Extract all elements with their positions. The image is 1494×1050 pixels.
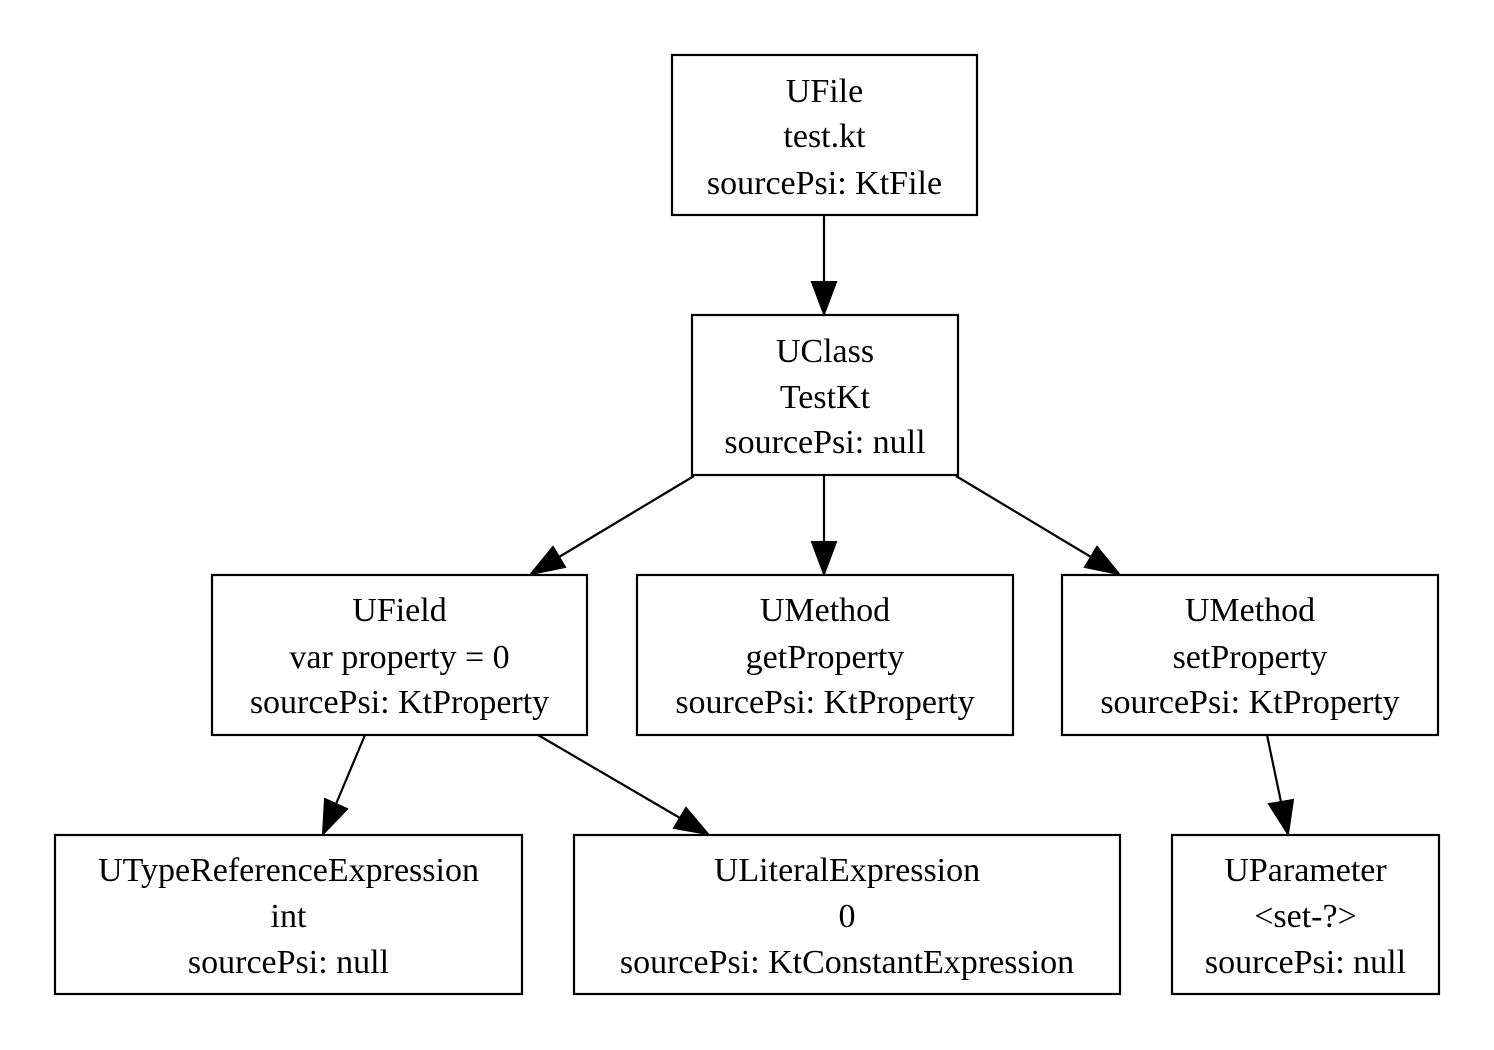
node-umethod-set-kind: UMethod bbox=[1185, 592, 1315, 629]
node-umethod-set-name: setProperty bbox=[1173, 639, 1328, 676]
arrowhead-icon bbox=[672, 806, 711, 836]
arrowhead-icon bbox=[321, 797, 349, 837]
node-utyperef-name: int bbox=[271, 898, 307, 935]
node-ufile-name: test.kt bbox=[783, 118, 866, 155]
node-uparameter-kind: UParameter bbox=[1224, 852, 1387, 889]
arrowhead-icon bbox=[528, 545, 567, 576]
arrowhead-icon bbox=[810, 281, 838, 317]
node-utyperef-source: sourcePsi: null bbox=[188, 944, 389, 981]
edge-uclass-umethod-get bbox=[810, 476, 838, 577]
node-uparameter: UParameter <set-?> sourcePsi: null bbox=[1170, 833, 1441, 996]
node-uliteral: ULiteralExpression 0 sourcePsi: KtConsta… bbox=[572, 833, 1122, 996]
node-umethod-get-kind: UMethod bbox=[760, 592, 890, 629]
arrowhead-icon bbox=[810, 541, 838, 577]
node-uclass-name: TestKt bbox=[780, 379, 871, 416]
node-utyperef: UTypeReferenceExpression int sourcePsi: … bbox=[53, 833, 524, 996]
node-ufield: UField var property = 0 sourcePsi: KtPro… bbox=[210, 573, 589, 737]
node-uclass: UClass TestKt sourcePsi: null bbox=[690, 313, 960, 477]
node-ufile: UFile test.kt sourcePsi: KtFile bbox=[670, 53, 979, 217]
node-uparameter-source: sourcePsi: null bbox=[1205, 944, 1406, 981]
node-umethod-get-source: sourcePsi: KtProperty bbox=[675, 684, 974, 721]
edge-uclass-umethod-set bbox=[955, 475, 1122, 576]
node-ufield-source: sourcePsi: KtProperty bbox=[250, 684, 549, 721]
node-utyperef-kind: UTypeReferenceExpression bbox=[98, 852, 479, 889]
node-uliteral-name: 0 bbox=[839, 898, 856, 935]
node-uparameter-name: <set-?> bbox=[1254, 898, 1357, 935]
arrowhead-icon bbox=[1267, 798, 1295, 837]
node-ufield-name: var property = 0 bbox=[289, 639, 509, 676]
edge-ufield-utyperef bbox=[321, 734, 367, 837]
node-uclass-source: sourcePsi: null bbox=[724, 424, 925, 461]
edge-uclass-ufield bbox=[528, 475, 695, 576]
node-ufile-source: sourcePsi: KtFile bbox=[707, 165, 942, 202]
node-uliteral-source: sourcePsi: KtConstantExpression bbox=[620, 944, 1074, 981]
edge-umethod-set-uparameter bbox=[1265, 734, 1295, 837]
node-umethod-set: UMethod setProperty sourcePsi: KtPropert… bbox=[1060, 573, 1440, 737]
node-ufield-kind: UField bbox=[352, 592, 446, 629]
node-umethod-set-source: sourcePsi: KtProperty bbox=[1100, 684, 1399, 721]
node-ufile-kind: UFile bbox=[786, 73, 863, 110]
node-uclass-kind: UClass bbox=[776, 333, 874, 370]
edge-ufile-uclass bbox=[810, 215, 838, 317]
node-uliteral-kind: ULiteralExpression bbox=[714, 852, 980, 889]
edge-ufield-uliteral bbox=[537, 734, 711, 836]
node-umethod-get-name: getProperty bbox=[746, 639, 905, 676]
arrowhead-icon bbox=[1083, 545, 1122, 576]
node-umethod-get: UMethod getProperty sourcePsi: KtPropert… bbox=[635, 573, 1015, 737]
